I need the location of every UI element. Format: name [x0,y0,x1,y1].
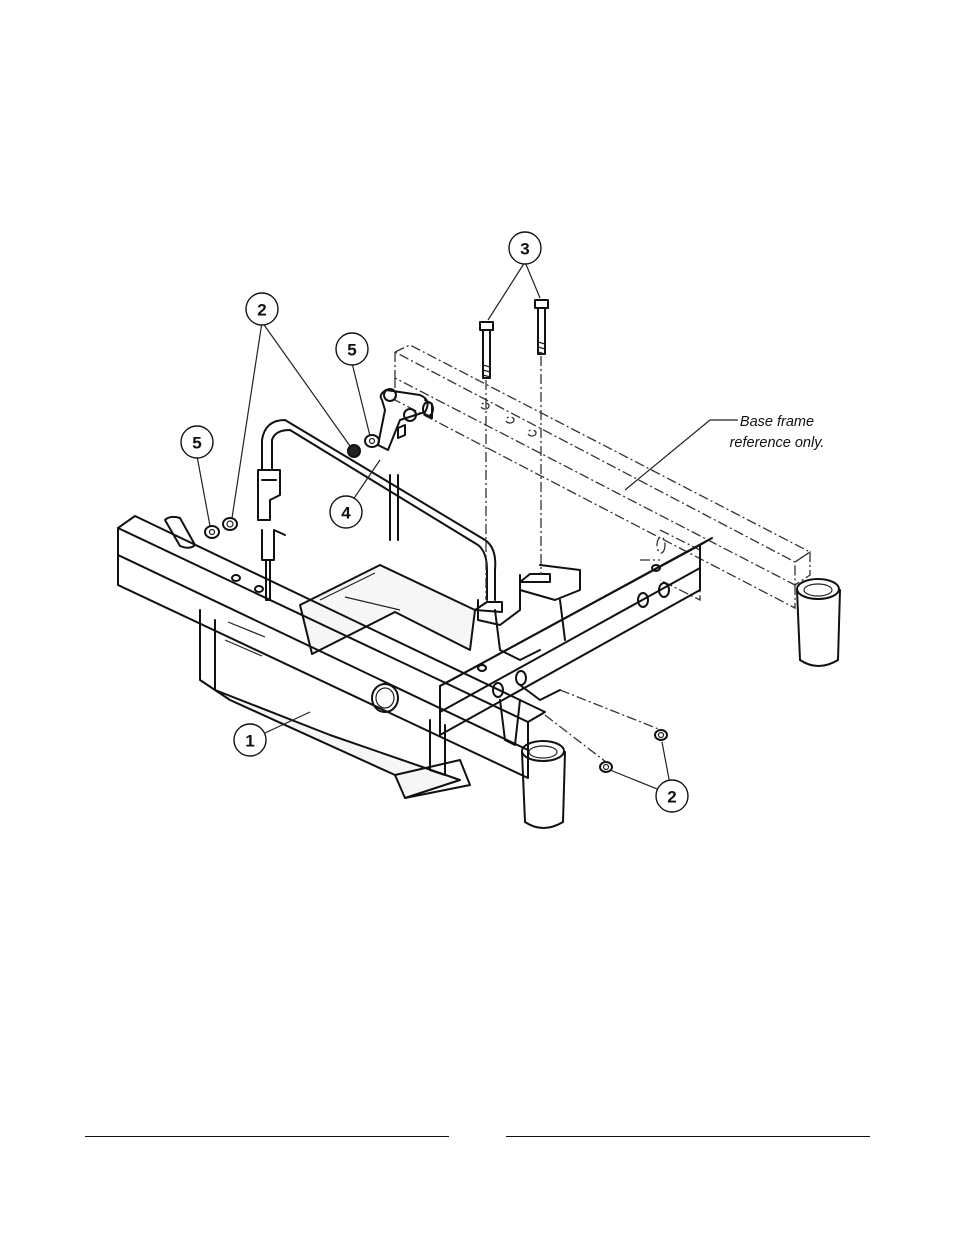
reference-note-line-1: Base frame [740,414,814,430]
callout-4: 4 [330,496,362,528]
swing-bracket [378,389,433,450]
nut-upper [348,445,360,457]
nut-left [223,518,237,530]
callout-2-bottom: 2 [656,780,688,812]
rear-socket-tube [797,579,840,666]
reference-note: Base frame reference only. [730,414,825,451]
footer-rule-left [85,1136,449,1137]
callout-5-upper: 5 [336,333,368,365]
washer-upper [365,435,379,447]
callout-5-left: 5 [181,426,213,458]
base-frame-reference [395,345,810,608]
washer-left [205,526,219,538]
side-rail [440,538,712,735]
callout-3-label: 3 [520,240,529,259]
callout-2-bottom-label: 2 [667,788,676,807]
reference-note-line-2: reference only. [730,435,825,451]
nut-lower-right [655,730,667,740]
callout-5-upper-label: 5 [347,341,356,360]
footer-rule-right [506,1136,870,1137]
callout-5-left-label: 5 [192,434,201,453]
callout-2-top: 2 [246,293,278,325]
callout-4-label: 4 [341,504,351,523]
callout-1-label: 1 [245,732,254,751]
bolt-right [535,300,548,575]
callout-3: 3 [509,232,541,264]
callout-1: 1 [234,724,266,756]
callout-2-top-label: 2 [257,301,266,320]
